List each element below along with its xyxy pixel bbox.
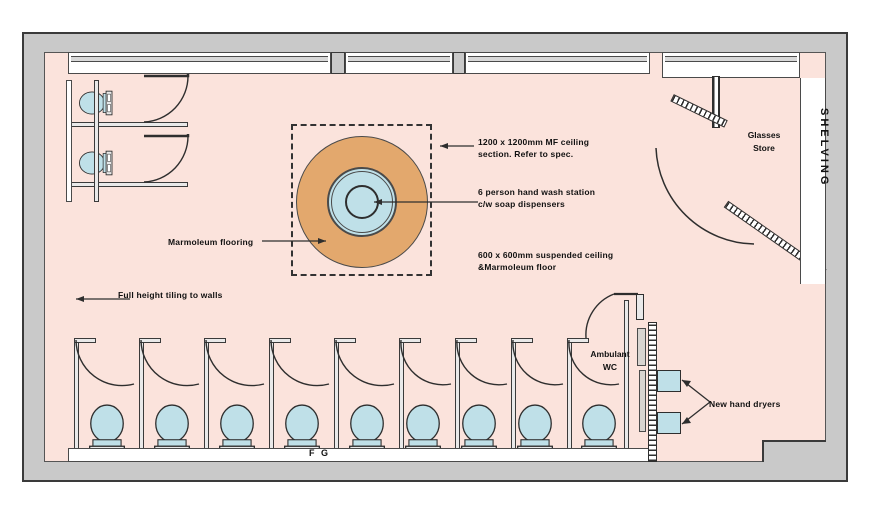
wash-station-line2: c/w soap dispensers bbox=[478, 199, 565, 209]
glazing-panel-4 bbox=[662, 52, 800, 78]
glazing-mullion-1 bbox=[331, 52, 345, 74]
room-label-ambulant-wc: Ambulant WC bbox=[580, 348, 640, 374]
store-wall-vertical bbox=[712, 76, 720, 128]
ceiling-section-line1: 1200 x 1200mm MF ceiling bbox=[478, 137, 590, 147]
floor-mark-center: F G bbox=[309, 448, 330, 458]
door-swing-ambulant-wc bbox=[584, 292, 640, 342]
room-floor-area bbox=[44, 52, 826, 462]
door-head-bottom-4 bbox=[269, 338, 291, 343]
mf-ceiling-zone bbox=[291, 124, 432, 276]
ambulant-wc-grab-rail bbox=[636, 294, 644, 320]
door-head-bottom-1 bbox=[74, 338, 96, 343]
shelving-zone bbox=[800, 78, 826, 284]
bottom-service-strip bbox=[68, 448, 656, 462]
annotation-new-hand-dryers: New hand dryers bbox=[709, 399, 781, 409]
glazing-mullion-2 bbox=[453, 52, 465, 74]
door-swing-bottom-9 bbox=[568, 339, 623, 388]
wall-notch-bottom-right bbox=[762, 440, 826, 462]
door-head-bottom-8 bbox=[511, 338, 533, 343]
hand-dryer-lower bbox=[657, 412, 681, 434]
door-head-bottom-5 bbox=[334, 338, 356, 343]
door-head-bottom-2 bbox=[139, 338, 161, 343]
ambulant-wc-line1: Ambulant bbox=[590, 349, 630, 359]
door-head-bottom-9 bbox=[567, 338, 589, 343]
glazing-panel-1 bbox=[68, 52, 331, 74]
door-swing-left-1 bbox=[140, 74, 196, 126]
door-swing-bottom-3 bbox=[205, 339, 268, 388]
door-swing-bottom-1 bbox=[75, 339, 138, 388]
annotation-ceiling-section: 1200 x 1200mm MF ceiling section. Refer … bbox=[478, 136, 589, 160]
door-swing-bottom-5 bbox=[335, 339, 398, 388]
door-swing-bottom-8 bbox=[512, 339, 567, 388]
leader-hand-dryers bbox=[676, 376, 712, 430]
door-head-bottom-7 bbox=[455, 338, 477, 343]
hand-dryer-upper bbox=[657, 370, 681, 392]
glasses-store-line1: Glasses bbox=[747, 130, 781, 140]
ambulant-wc-line2: WC bbox=[602, 362, 618, 372]
right-hatched-wall bbox=[648, 322, 657, 462]
annotation-marmoleum-flooring: Marmoleum flooring bbox=[168, 237, 254, 247]
door-swing-bottom-4 bbox=[270, 339, 333, 388]
leader-ceiling-section bbox=[430, 140, 474, 152]
shelving-label: SHELVING bbox=[818, 108, 830, 188]
door-swing-bottom-2 bbox=[140, 339, 203, 388]
left-wall-duct bbox=[66, 80, 72, 202]
door-swing-left-2 bbox=[140, 134, 196, 186]
ceiling-section-line2: section. Refer to spec. bbox=[478, 149, 574, 159]
door-swing-bottom-7 bbox=[456, 339, 511, 388]
door-swing-bottom-6 bbox=[400, 339, 455, 388]
annotation-suspended-ceiling: 600 x 600mm suspended ceiling &Marmoleum… bbox=[478, 249, 613, 273]
suspended-ceiling-line1: 600 x 600mm suspended ceiling bbox=[478, 250, 614, 260]
glasses-store-line2: Store bbox=[753, 143, 775, 153]
glazing-panel-3 bbox=[465, 52, 650, 74]
annotation-wash-station: 6 person hand wash station c/w soap disp… bbox=[478, 186, 595, 210]
door-head-bottom-6 bbox=[399, 338, 421, 343]
wash-station-line1: 6 person hand wash station bbox=[478, 187, 596, 197]
suspended-ceiling-line2: &Marmoleum floor bbox=[478, 262, 557, 272]
door-swing-glasses-store bbox=[650, 147, 760, 258]
leader-wash-station bbox=[360, 196, 480, 208]
glazing-panel-2 bbox=[345, 52, 453, 74]
ambulant-wc-panel bbox=[637, 328, 646, 366]
leader-full-height-tiling bbox=[72, 293, 132, 305]
ambulant-wc-rail-lower bbox=[639, 370, 646, 432]
annotation-full-height-tiling: Full height tiling to walls bbox=[118, 290, 223, 300]
room-label-glasses-store: Glasses Store bbox=[734, 129, 794, 155]
partition-left-vert bbox=[94, 80, 99, 202]
door-head-bottom-3 bbox=[204, 338, 226, 343]
leader-marmoleum bbox=[262, 235, 338, 247]
